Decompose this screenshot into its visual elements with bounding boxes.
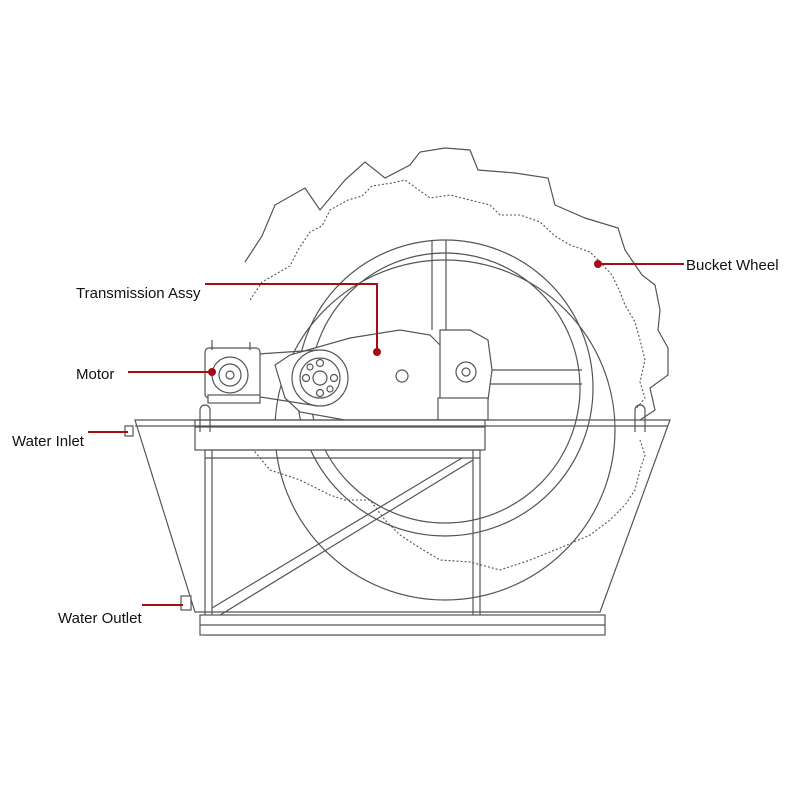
pulley-hole-1 (315, 358, 325, 368)
transmission-hole (395, 369, 409, 383)
pulley-hole-4 (329, 373, 339, 383)
bucket-wheel-lower-teeth (224, 424, 646, 571)
motor-foot (207, 394, 261, 404)
support-frame (204, 449, 481, 636)
motor-shaft (225, 370, 235, 380)
bearing-center-inner (461, 367, 471, 377)
transmission-leader-dot (373, 348, 381, 356)
transmission-leader (205, 283, 378, 352)
motor-face (211, 356, 249, 394)
pulley-hole-5 (306, 363, 314, 371)
bucket-wheel-leader-dot (594, 260, 602, 268)
motor-leader-dot (208, 368, 216, 376)
bucket-wheel-label: Bucket Wheel (686, 257, 779, 274)
washing-tank (134, 419, 671, 613)
pulley-hole-3 (301, 373, 311, 383)
motor-label: Motor (76, 366, 114, 383)
bucket-wheel-rim (244, 147, 669, 421)
hook-right (634, 404, 646, 432)
pulley-hole-6 (326, 385, 334, 393)
pulley-mid (299, 357, 341, 399)
transmission-label: Transmission Assy (76, 285, 201, 302)
bearing-center (455, 361, 477, 383)
water-inlet-label: Water Inlet (12, 433, 85, 450)
bearing-base (437, 397, 489, 421)
pulley-hub (312, 370, 328, 386)
motor-face-inner (218, 363, 242, 387)
bucket-wheel-inner-teeth (249, 179, 646, 411)
drive-platform (194, 419, 486, 451)
pulley-hole-2 (315, 388, 325, 398)
frame-brace-2 (211, 457, 463, 609)
water-outlet-fitting (180, 595, 192, 611)
frame-brace-1 (211, 459, 474, 621)
water-outlet-label: Water Outlet (58, 610, 142, 627)
hook-left (199, 404, 211, 432)
